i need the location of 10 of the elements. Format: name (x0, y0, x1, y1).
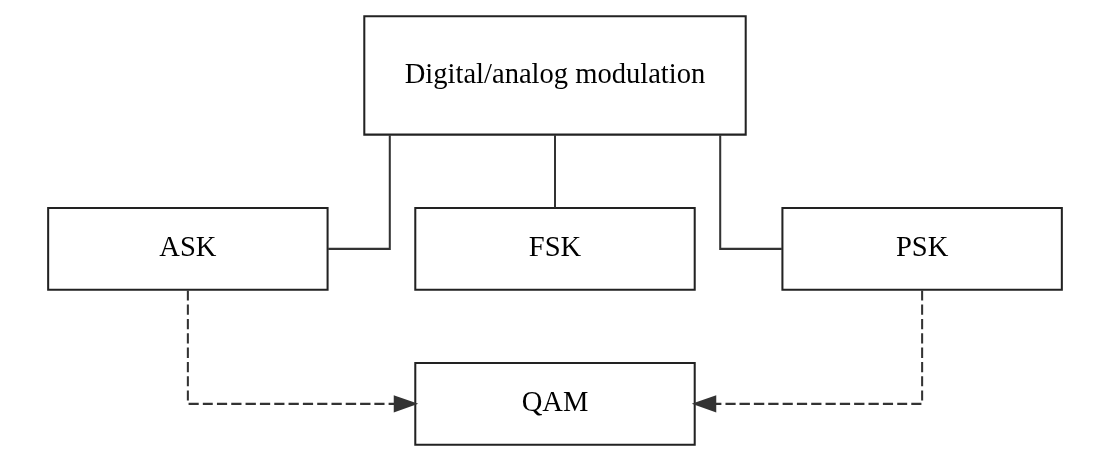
connector (718, 135, 782, 250)
node-box: ASK (46, 207, 329, 291)
node-box: PSK (780, 207, 1063, 291)
node-box: Digital/analog modulation (362, 15, 747, 136)
connector (553, 135, 556, 208)
node-box: QAM (413, 362, 696, 446)
connector (327, 135, 391, 250)
node-box: FSK (413, 207, 696, 291)
arrow (691, 290, 923, 413)
arrow (186, 290, 418, 413)
